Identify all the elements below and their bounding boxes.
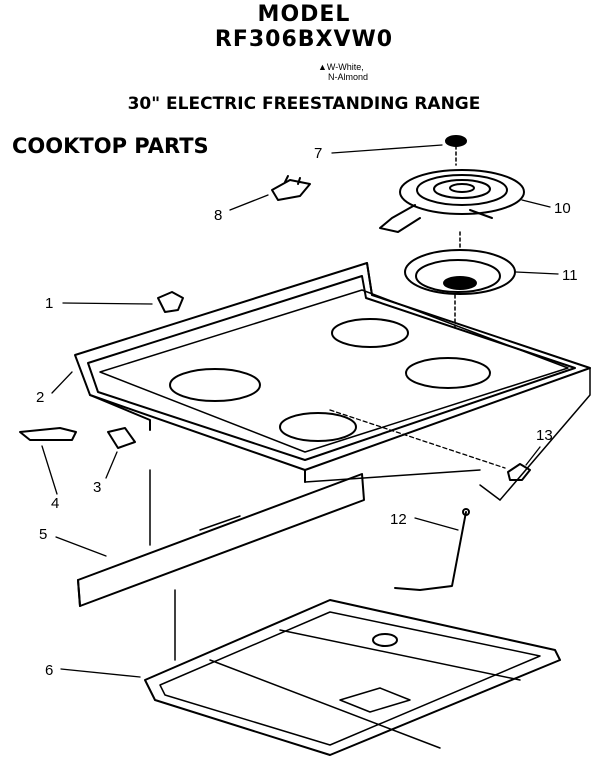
color-code-almond: N-Almond — [328, 72, 369, 82]
color-code-white: ▲W-White, — [318, 62, 364, 72]
part-number-2: 2 — [36, 389, 44, 406]
range-title: 30" ELECTRIC FREESTANDING RANGE — [127, 94, 481, 114]
hinge — [19, 427, 77, 441]
color-codes: ▲W-White, N-Almond — [318, 62, 368, 82]
bracket — [107, 427, 136, 449]
part-number-4: 4 — [51, 495, 59, 512]
burner-opening-right-front — [405, 357, 491, 389]
part-number-7: 7 — [314, 145, 322, 162]
element-receptacle-clip — [507, 463, 531, 481]
center-cap — [445, 135, 467, 166]
cooktop — [74, 262, 591, 501]
part-number-3: 3 — [93, 479, 101, 496]
part-number-11: 11 — [562, 267, 578, 284]
support-rod — [394, 508, 470, 591]
burner-opening-left-front — [279, 412, 357, 442]
clip — [157, 291, 184, 313]
burner-box — [144, 599, 561, 756]
drip-bowl — [404, 231, 516, 331]
part-number-12: 12 — [390, 511, 407, 528]
part-number-5: 5 — [39, 526, 47, 543]
part-number-6: 6 — [45, 662, 53, 679]
section-title: COOKTOP PARTS — [12, 134, 209, 158]
front-trim-strip — [77, 469, 365, 661]
part-number-13: 13 — [536, 427, 553, 444]
part-number-10: 10 — [554, 200, 571, 217]
model-label: MODEL — [257, 2, 351, 27]
burner-opening-right-rear — [331, 318, 409, 348]
part-number-1: 1 — [45, 295, 53, 312]
leader-lines — [41, 144, 559, 678]
part-number-8: 8 — [214, 207, 222, 224]
receptacle — [271, 175, 311, 201]
model-number: RF306BXVW0 — [214, 27, 394, 52]
burner-opening-left-rear — [169, 368, 261, 402]
surface-element — [379, 169, 525, 233]
